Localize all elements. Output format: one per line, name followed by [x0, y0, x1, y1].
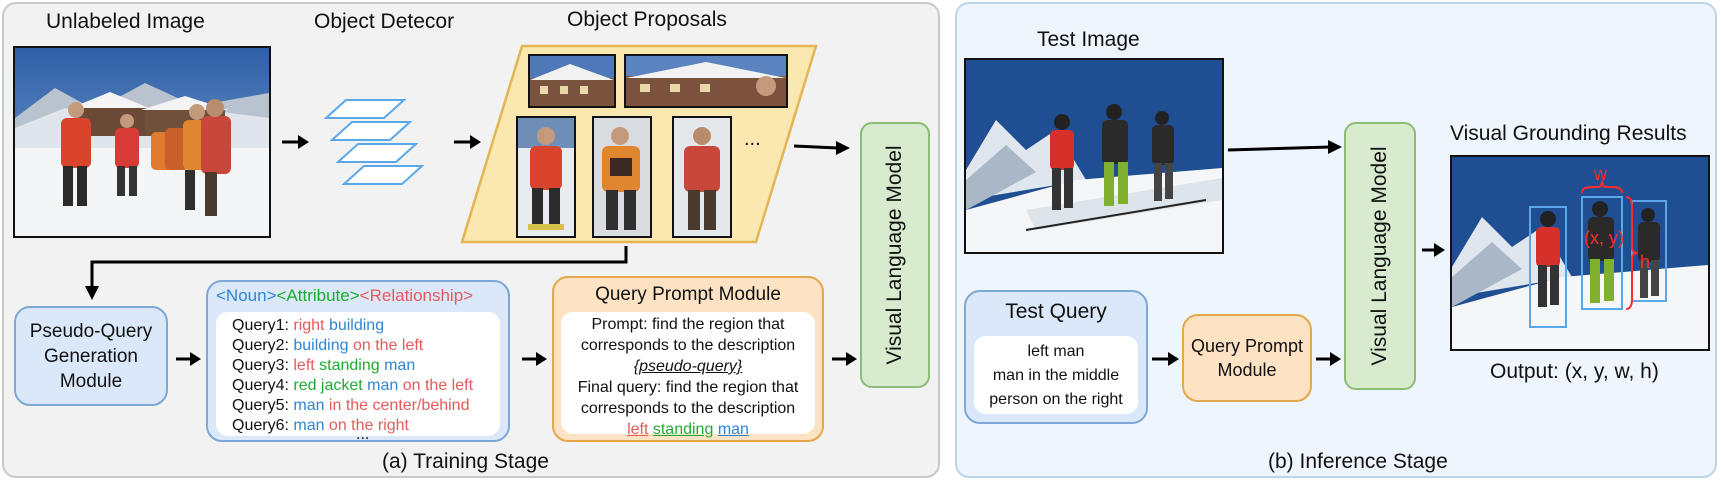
- prompt-line-2: corresponds to the description: [580, 337, 796, 354]
- final-query-words: left standing man: [627, 421, 749, 438]
- query-2: Query2: building on the left: [232, 337, 424, 354]
- results-title: Visual Grounding Results: [1450, 122, 1687, 145]
- pseudo-query-generation-module: Pseudo-Query Generation Module: [14, 306, 168, 406]
- arrow-proposals-to-vlm: [793, 141, 850, 155]
- arrow-prompt-to-vlm-inference: [1316, 352, 1341, 366]
- inference-stage-label: (b) Inference Stage: [1268, 450, 1448, 473]
- query-4: Query4: red jacket man on the left: [232, 377, 474, 394]
- query-1: Query1: right building: [232, 317, 385, 334]
- vlm-inference-label: Visual Language Model: [1368, 146, 1391, 366]
- label-h: h: [1640, 252, 1651, 272]
- final-query-line-2: corresponds to the description: [580, 400, 796, 417]
- query-6: Query6: man on the right: [232, 417, 409, 434]
- query-list: Query1: right building Query2: building …: [216, 312, 500, 443]
- prompt-placeholder: {pseudo-query}: [633, 358, 743, 375]
- arrow-image-to-detector: [282, 135, 309, 149]
- proposals-ellipsis: ...: [744, 128, 761, 150]
- legend-attribute: <Attribute>: [276, 286, 360, 305]
- test-query-3: person on the right: [989, 391, 1123, 408]
- arrow-proposals-to-pseudo-query: [85, 246, 628, 300]
- vlm-training-label: Visual Language Model: [883, 145, 906, 365]
- arrow-pseudo-to-queries: [176, 352, 201, 366]
- query-prompt-module-title: Query Prompt Module: [595, 284, 781, 305]
- arrow-queries-to-prompt: [522, 352, 547, 366]
- query-prompt-module-inference: Query Prompt Module: [1182, 314, 1312, 402]
- test-query-list: left man man in the middle person on the…: [974, 336, 1138, 414]
- label-xy: (x, y): [1584, 228, 1624, 248]
- query-3: Query3: left standing man: [232, 357, 416, 374]
- proposal-crop-building-right: [624, 54, 788, 108]
- query-legend: <Noun><Attribute><Relationship>: [216, 286, 473, 306]
- grounding-result-image: [1450, 155, 1710, 351]
- legend-noun: <Noun>: [216, 286, 277, 305]
- test-query-box: Test Query left man man in the middle pe…: [964, 290, 1148, 424]
- output-text: Output: (x, y, w, h): [1490, 360, 1659, 383]
- test-query-2: man in the middle: [992, 367, 1120, 384]
- proposal-crop-building-left: [528, 54, 616, 108]
- arrow-test-query-to-prompt: [1152, 352, 1179, 366]
- test-query-title: Test Query: [1005, 300, 1107, 323]
- query-prompt-module-training: Query Prompt Module Prompt: find the reg…: [552, 276, 824, 442]
- unlabeled-image: [13, 46, 271, 238]
- proposal-crop-person-3: [672, 116, 732, 238]
- legend-relationship: <Relationship>: [359, 286, 474, 305]
- vlm-inference-box: Visual Language Model: [1344, 122, 1416, 390]
- arrow-vlm-to-results: [1422, 243, 1445, 257]
- test-image-title: Test Image: [1037, 28, 1140, 51]
- vlm-training-box: Visual Language Model: [860, 122, 930, 388]
- object-proposals-title: Object Proposals: [567, 8, 727, 31]
- arrow-detector-to-proposals: [454, 135, 481, 149]
- queries-ellipsis: ...: [356, 426, 370, 443]
- arrow-prompt-to-vlm: [832, 352, 857, 366]
- proposal-crop-person-1: [516, 116, 576, 238]
- label-w: w: [1594, 164, 1607, 184]
- prompt-content: Prompt: find the region that corresponds…: [561, 312, 815, 438]
- pseudo-queries-box: <Noun><Attribute><Relationship> Query1: …: [206, 280, 510, 443]
- prompt-line-1: Prompt: find the region that: [591, 316, 785, 333]
- unlabeled-image-title: Unlabeled Image: [46, 10, 205, 33]
- object-detector-title: Object Detecor: [314, 10, 455, 33]
- query-5: Query5: man in the center/behind: [232, 397, 470, 414]
- test-query-1: left man: [1027, 343, 1085, 360]
- object-detector-icon: [323, 99, 425, 185]
- test-image: [964, 58, 1224, 254]
- proposal-crop-person-2: [592, 116, 652, 238]
- final-query-line-1: Final query: find the region that: [577, 379, 799, 396]
- training-stage-label: (a) Training Stage: [382, 450, 549, 473]
- arrow-test-image-to-vlm: [1227, 140, 1342, 154]
